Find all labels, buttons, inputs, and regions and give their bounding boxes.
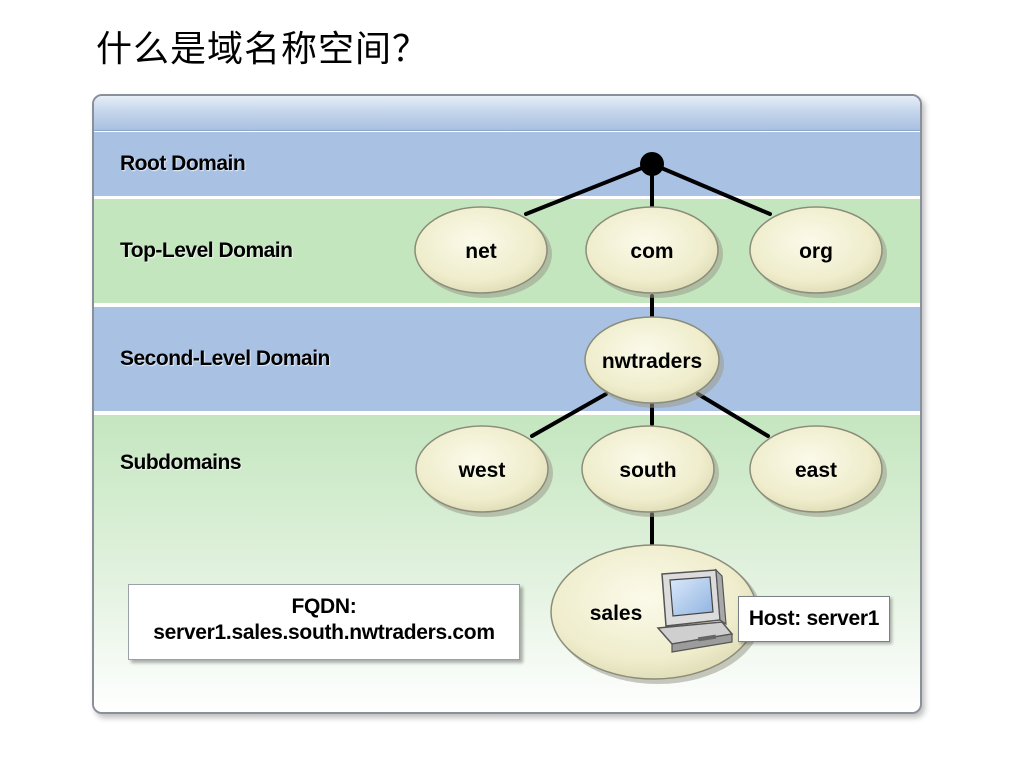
node-org-label: org bbox=[799, 240, 833, 263]
top-level-domain-label: Top-Level Domain bbox=[120, 239, 293, 262]
node-south-label: south bbox=[619, 459, 676, 482]
computer-icon bbox=[656, 568, 734, 653]
node-south: south bbox=[581, 425, 719, 517]
node-nwtraders: nwtraders bbox=[584, 316, 724, 408]
fqdn-value: server1.sales.south.nwtraders.com bbox=[153, 621, 495, 644]
edge-root-org bbox=[650, 162, 772, 216]
root-domain-band: Root Domain bbox=[94, 132, 920, 196]
edge-root-net bbox=[524, 162, 654, 216]
node-west: west bbox=[415, 425, 553, 517]
node-sales-label: sales bbox=[590, 602, 643, 625]
edge-nwtraders-east bbox=[696, 392, 770, 438]
node-org: org bbox=[749, 206, 887, 298]
node-west-label: west bbox=[458, 459, 506, 482]
host-label: Host: server1 bbox=[748, 607, 880, 630]
root-node-dot bbox=[640, 152, 664, 176]
panel-header bbox=[94, 96, 920, 131]
host-label-box: Host: server1 bbox=[738, 596, 890, 642]
edge-nwtraders-west bbox=[530, 392, 608, 438]
node-com-label: com bbox=[630, 240, 673, 263]
node-sales: sales bbox=[550, 544, 762, 684]
node-net-label: net bbox=[465, 240, 497, 263]
node-east: east bbox=[749, 425, 887, 517]
node-net: net bbox=[414, 206, 552, 298]
fqdn-label: FQDN: bbox=[291, 595, 357, 618]
root-domain-label: Root Domain bbox=[120, 152, 246, 175]
fqdn-box: FQDN: server1.sales.south.nwtraders.com bbox=[128, 584, 520, 660]
node-east-label: east bbox=[795, 459, 837, 482]
page-title: 什么是域名称空间？ bbox=[96, 29, 430, 70]
second-level-domain-band: Second-Level Domain bbox=[94, 307, 920, 411]
node-nwtraders-label: nwtraders bbox=[602, 350, 702, 373]
node-com: com bbox=[585, 206, 723, 298]
second-level-domain-label: Second-Level Domain bbox=[120, 347, 330, 370]
subdomains-label: Subdomains bbox=[120, 451, 242, 474]
